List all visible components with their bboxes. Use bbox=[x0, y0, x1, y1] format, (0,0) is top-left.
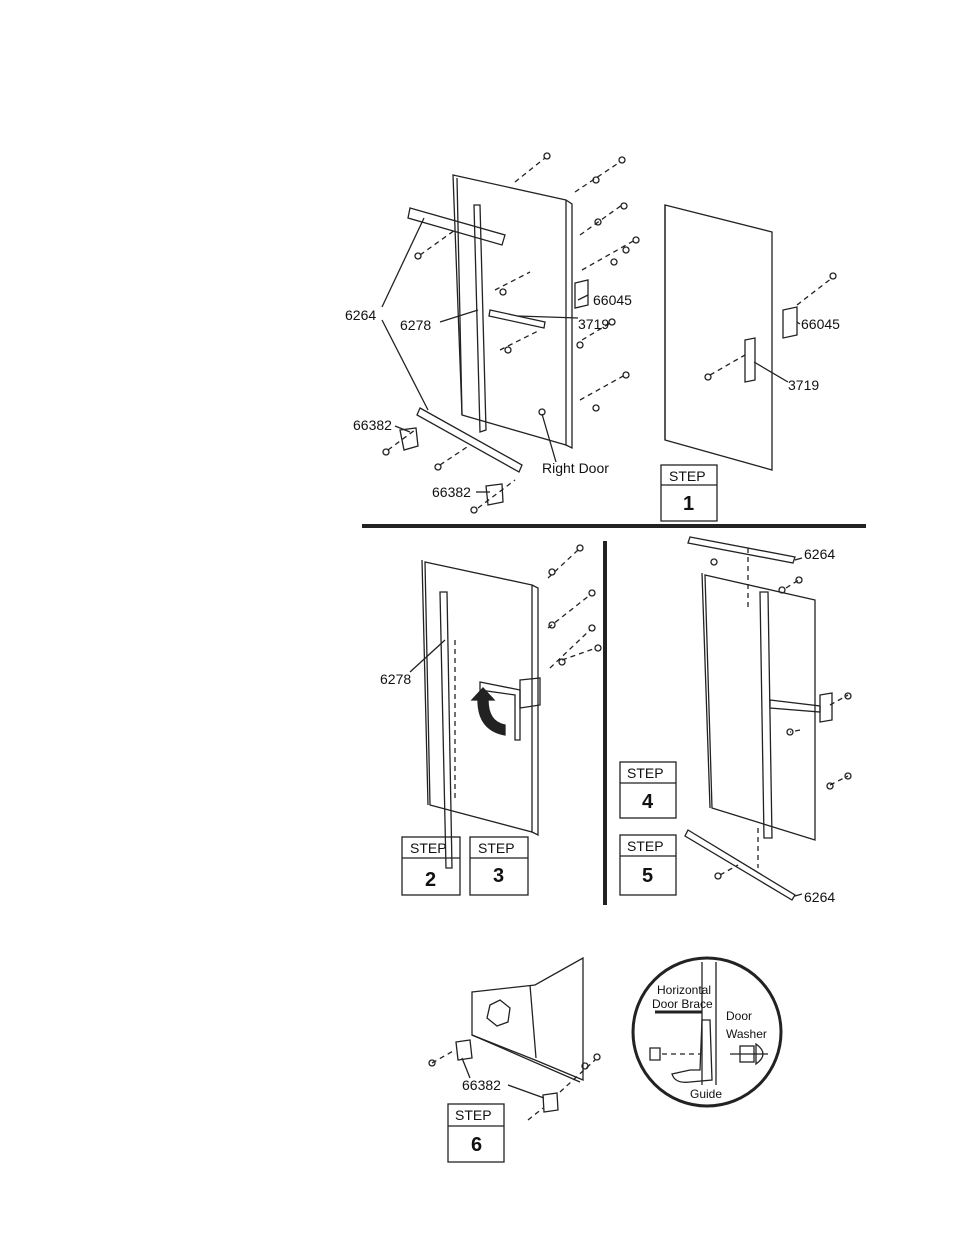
step3-word: STEP bbox=[478, 840, 515, 856]
label-6264-top: 6264 bbox=[804, 546, 835, 562]
step3-number: 3 bbox=[493, 865, 504, 887]
label-6278-step2: 6278 bbox=[380, 671, 411, 687]
step1-number: 1 bbox=[683, 493, 694, 515]
label-66382-a: 66382 bbox=[353, 417, 392, 433]
step4-word: STEP bbox=[627, 765, 664, 781]
step1-word: STEP bbox=[669, 468, 706, 484]
label-horizontal: Horizontal bbox=[657, 983, 711, 997]
label-66045-right: 66045 bbox=[801, 316, 840, 332]
label-66382-step6: 66382 bbox=[462, 1077, 501, 1093]
label-6264-step1: 6264 bbox=[345, 307, 376, 323]
label-door: Door bbox=[726, 1009, 752, 1023]
label-66045-left: 66045 bbox=[593, 292, 632, 308]
step6-door-corner bbox=[429, 958, 600, 1120]
label-66382-b: 66382 bbox=[432, 484, 471, 500]
label-3719-right: 3719 bbox=[788, 377, 819, 393]
label-door-brace: Door Brace bbox=[652, 997, 713, 1011]
step6-word: STEP bbox=[455, 1107, 492, 1123]
label-3719-left: 3719 bbox=[578, 316, 609, 332]
step4-5-door bbox=[685, 537, 851, 900]
step1-left-door-exploded bbox=[382, 153, 639, 513]
label-6278-step1: 6278 bbox=[400, 317, 431, 333]
step2-number: 2 bbox=[425, 869, 436, 891]
label-right-door: Right Door bbox=[542, 460, 609, 476]
label-6264-bottom: 6264 bbox=[804, 889, 835, 905]
step6-number: 6 bbox=[471, 1134, 482, 1156]
step2-3-door bbox=[410, 545, 601, 868]
step1-right-door bbox=[665, 205, 836, 470]
label-washer: Washer bbox=[726, 1027, 767, 1041]
step5-word: STEP bbox=[627, 838, 664, 854]
step2-word: STEP bbox=[410, 840, 447, 856]
step4-number: 4 bbox=[642, 791, 654, 813]
step5-number: 5 bbox=[642, 865, 653, 887]
label-guide: Guide bbox=[690, 1087, 722, 1101]
